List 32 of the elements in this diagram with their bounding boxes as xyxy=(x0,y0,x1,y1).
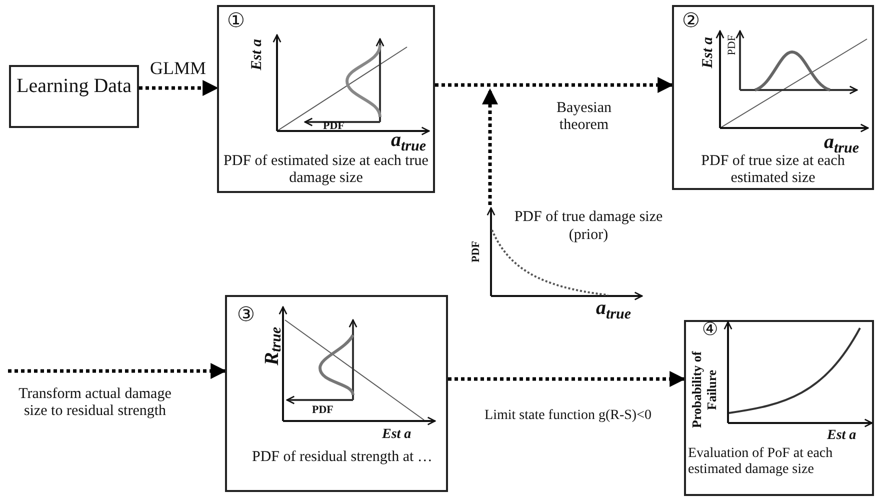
dotted-arrow xyxy=(435,77,674,93)
axis-label: Est a xyxy=(382,427,412,444)
dotted-arrow xyxy=(482,88,498,205)
axis-label: Probability of Failure xyxy=(690,350,720,430)
step-number: ③ xyxy=(237,303,255,326)
step-number: ② xyxy=(682,9,700,32)
dotted-arrow xyxy=(139,80,219,96)
process-box xyxy=(225,295,448,492)
caption-text: PDF of estimated size at each true damage size xyxy=(222,153,430,188)
chart-title: PDF of true damage size xyxy=(513,209,664,226)
caption-text: PDF of residual strength at … xyxy=(252,449,434,466)
axis-label: a$_{true}$ xyxy=(391,129,426,154)
caption-text: PDF of true size at each estimated size xyxy=(700,153,846,188)
axis-label: PDF xyxy=(312,404,334,417)
step-number: ④ xyxy=(702,320,718,341)
axis-label: PDF xyxy=(323,120,344,133)
axis-label: a$_{true}$ xyxy=(596,297,632,324)
axis-label: Est a xyxy=(700,37,717,68)
axis-label: PDF xyxy=(470,241,483,262)
process-box xyxy=(672,5,874,190)
chart-title: (prior) xyxy=(568,227,610,244)
axis-label: Est a xyxy=(249,39,266,70)
dotted-arrow xyxy=(448,371,686,387)
process-box xyxy=(9,65,139,128)
axis-label: Est a xyxy=(827,428,856,444)
axis-label: PDF xyxy=(726,35,739,56)
node-label: Learning Data xyxy=(16,75,132,98)
step-number: ① xyxy=(227,9,245,32)
caption-text: Evaluation of PoF at each estimated damage size xyxy=(688,446,834,478)
dotted-arrow xyxy=(8,363,227,379)
process-box xyxy=(217,5,435,193)
process-box xyxy=(684,320,874,496)
